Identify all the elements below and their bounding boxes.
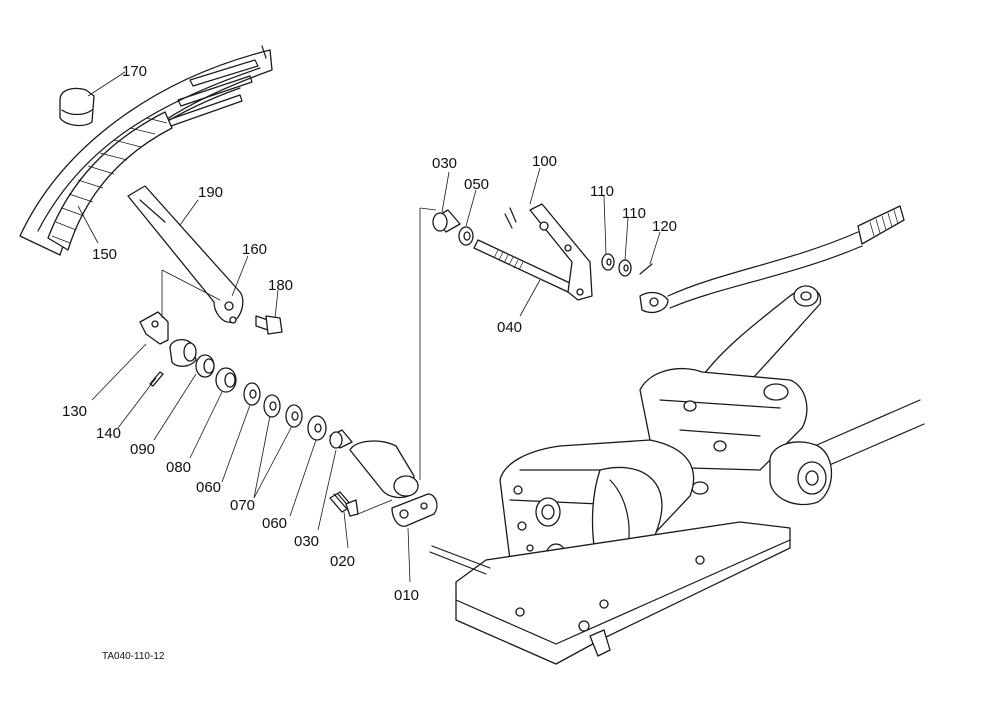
washer-060-left: [243, 382, 261, 406]
pedal-pad: [47, 111, 173, 251]
label-030-right: 030: [432, 155, 457, 172]
base-plate: [429, 521, 791, 665]
collar-080: [215, 367, 237, 393]
drawing-code: TA040-110-12: [102, 651, 165, 662]
label-180: 180: [268, 277, 293, 294]
label-070: 070: [230, 497, 255, 514]
rod-040: [473, 239, 573, 293]
fitting-020: [329, 491, 359, 517]
label-130: 130: [62, 403, 87, 420]
label-080: 080: [166, 459, 191, 476]
label-020: 020: [330, 553, 355, 570]
label-060-right: 060: [262, 515, 287, 532]
pedal-rubber-cap: [59, 87, 95, 127]
cross-shaft: [769, 399, 925, 506]
label-050: 050: [464, 176, 489, 193]
label-190: 190: [198, 184, 223, 201]
label-060-left: 060: [196, 479, 221, 496]
label-030-left: 030: [294, 533, 319, 550]
label-100: 100: [532, 153, 557, 170]
bolt-180: [255, 315, 283, 335]
washer-050: [458, 226, 474, 246]
label-090: 090: [130, 441, 155, 458]
pin-120: [639, 263, 653, 275]
label-140: 140: [96, 425, 121, 442]
washer-110-b: [618, 259, 632, 277]
shaft-lever-010: [349, 440, 438, 527]
label-160: 160: [242, 241, 267, 258]
pedal-arm: [127, 185, 244, 324]
lift-arm: [699, 285, 822, 393]
washer-110-a: [601, 253, 615, 271]
leader-lines: [77, 71, 661, 583]
collar-090: [195, 354, 215, 378]
label-170: 170: [122, 63, 147, 80]
label-040: 040: [497, 319, 522, 336]
label-110-a: 110: [590, 183, 614, 200]
lever-100: [504, 203, 593, 301]
lever-130: [139, 311, 197, 367]
label-110-b: 110: [622, 205, 646, 222]
washer-070-pair: [263, 394, 303, 428]
bushing-030-left: [329, 429, 353, 449]
callout-labels: 170 150 190 160 180 130 140 090 080 060 …: [62, 63, 677, 662]
label-150: 150: [92, 246, 117, 263]
label-010: 010: [394, 587, 419, 604]
lift-link-rod: [639, 205, 905, 314]
label-120: 120: [652, 218, 677, 235]
bushing-030-right: [432, 209, 461, 233]
hydraulic-housing: [639, 368, 808, 495]
pin-140: [149, 371, 164, 387]
washer-060-right: [307, 415, 327, 441]
